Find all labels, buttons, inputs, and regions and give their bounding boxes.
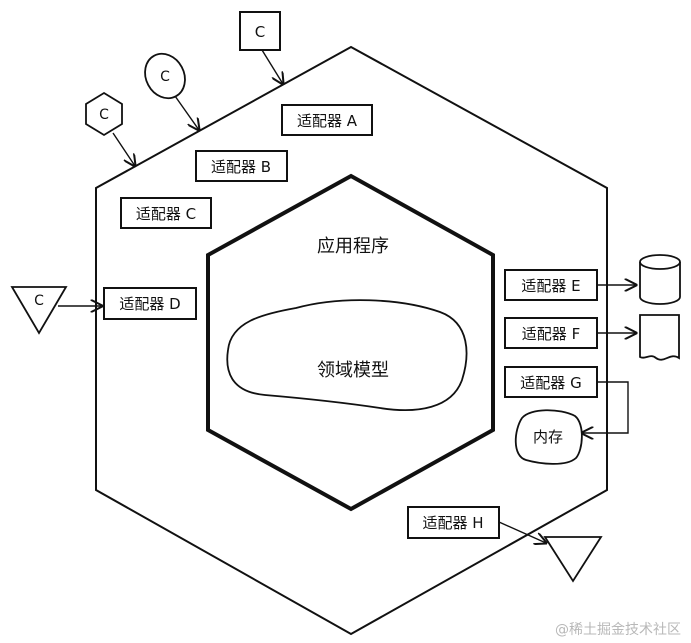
- hexagon-client-icon: C: [85, 91, 123, 137]
- svg-text:适配器 B: 适配器 B: [211, 158, 271, 176]
- svg-text:适配器 E: 适配器 E: [521, 277, 580, 295]
- ellipse-client-arrow: [174, 95, 199, 130]
- svg-text:适配器 D: 适配器 D: [119, 295, 180, 313]
- svg-text:适配器 F: 适配器 F: [522, 325, 580, 343]
- svg-text:C: C: [34, 293, 44, 309]
- output-triangle-icon: [543, 536, 603, 583]
- svg-text:适配器 C: 适配器 C: [136, 205, 196, 223]
- hexagon-client-arrow: [112, 132, 135, 166]
- svg-text:C: C: [99, 107, 109, 123]
- adapter-b: 适配器 B: [195, 150, 288, 182]
- adapter-g-arrow: [582, 381, 629, 433]
- adapter-h-arrow: [498, 521, 546, 543]
- database-cylinder-icon: [639, 254, 681, 305]
- memory-blob-icon: 内存: [514, 409, 583, 465]
- app-layer-label: 应用程序: [317, 236, 389, 257]
- triangle-client-icon: C: [10, 286, 68, 335]
- square-client-icon: C: [239, 11, 281, 51]
- adapter-c: 适配器 C: [120, 197, 212, 229]
- svg-text:适配器 G: 适配器 G: [520, 374, 581, 392]
- document-icon: [639, 314, 680, 361]
- adapter-a: 适配器 A: [281, 104, 373, 136]
- watermark: @稀土掘金技术社区: [555, 622, 681, 638]
- adapter-f: 适配器 F: [504, 317, 598, 349]
- ellipse-client-icon: C: [144, 52, 186, 100]
- domain-model-label: 领域模型: [317, 360, 389, 381]
- svg-text:C: C: [160, 69, 170, 85]
- adapter-d: 适配器 D: [103, 287, 197, 320]
- domain-model-blob: [226, 299, 468, 411]
- adapter-g: 适配器 G: [504, 366, 598, 398]
- memory-label: 内存: [533, 428, 563, 446]
- square-client-arrow: [261, 49, 283, 84]
- svg-text:适配器 A: 适配器 A: [297, 112, 358, 130]
- adapter-e: 适配器 E: [504, 269, 598, 301]
- svg-text:C: C: [255, 23, 265, 41]
- svg-text:适配器 H: 适配器 H: [422, 514, 483, 532]
- adapter-h: 适配器 H: [407, 506, 500, 539]
